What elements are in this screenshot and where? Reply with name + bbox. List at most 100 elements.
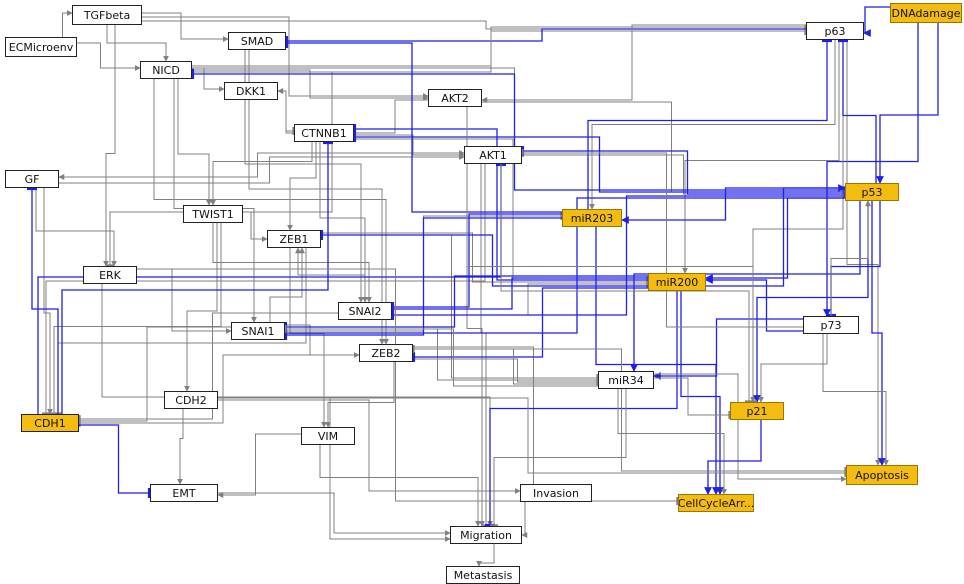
node-mir200[interactable]: miR200 [648,273,706,291]
edge-cdh2-to-apoptosis [218,397,846,477]
edge-twist1-to-zeb1 [243,211,268,242]
node-snai1[interactable]: SNAI1 [231,322,285,340]
edge-zeb2-to-mir34 [413,358,598,386]
node-metastasis[interactable]: Metastasis [446,566,520,584]
edge-mir34-to-apoptosis [654,373,847,482]
edge-mir200-to-zeb2 [413,287,648,363]
edge-akt1-to-cdh1 [42,164,486,414]
edge-ctnnb1-to-dkk1 [277,88,294,134]
edge-cdh1-to-emt [79,424,151,499]
edge-mir200-to-cellcyclearrest [680,291,724,495]
edge-p73-to-p21 [758,334,828,403]
edge-tgfbeta-to-erk [103,25,116,267]
node-twist1[interactable]: TWIST1 [183,205,243,223]
edge-akt1-to-gf [58,152,464,180]
node-ctnnb1[interactable]: CTNNB1 [294,124,354,142]
node-mir203[interactable]: miR203 [562,209,622,227]
edge-p53-to-snai2 [392,195,845,321]
edge-akt2-to-p53 [482,101,845,196]
edge-mir34-to-migration [490,389,627,526]
edge-zeb1-to-mir200 [321,232,648,286]
node-invasion[interactable]: Invasion [520,484,592,502]
node-p63[interactable]: p63 [806,22,864,40]
edge-snai2-to-cdh1 [79,312,338,423]
node-snai2[interactable]: SNAI2 [338,302,392,320]
node-p73[interactable]: p73 [803,316,859,334]
edge-p63-to-nicd [192,26,806,76]
node-emt[interactable]: EMT [150,484,218,502]
edge-dnadamage-to-p63 [863,6,890,37]
edge-gf-to-akt1 [59,154,465,184]
edge-p73-to-mir200 [705,276,803,332]
edge-p63-to-akt2 [481,24,806,103]
edge-mir200-to-ctnnb1 [354,123,648,281]
edge-erk-to-cellcyclearrest [137,268,678,505]
node-p21[interactable]: p21 [730,402,784,420]
edge-zeb2-to-cdh1 [79,354,359,427]
node-tgfbeta[interactable]: TGFbeta [72,5,142,25]
edge-mir200-to-snai2 [392,277,648,315]
edge-mir203-to-smad [286,37,562,213]
edge-mir34-to-p21 [654,377,730,419]
edge-twist1-to-cdh1 [50,223,222,414]
edge-nicd-to-dkk1 [192,67,225,92]
edge-ctnnb1-to-twist1 [210,142,313,206]
node-mir34[interactable]: miR34 [598,371,654,389]
edge-p53-to-akt1 [522,145,845,195]
edge-gf-to-erk [35,188,117,267]
edge-mir200-to-migration [484,291,678,526]
node-apoptosis[interactable]: Apoptosis [846,465,918,485]
node-ecmicroenv[interactable]: ECMicroenv [5,37,77,57]
edge-mir203-to-cellcyclearrest [595,227,720,495]
edge-nicd-to-twist1 [177,79,212,206]
edge-cdh2-to-invasion [218,399,521,494]
edge-akt1-to-p21 [500,164,753,402]
edge-ctnnb1-to-akt1 [354,134,465,158]
edge-ecmicroenv-to-nicd [77,42,141,71]
edge-cdh2-to-emt [177,409,184,485]
edge-p73-to-akt1 [522,149,803,328]
node-nicd[interactable]: NICD [140,61,192,79]
node-smad[interactable]: SMAD [228,32,286,50]
edge-p53-to-ctnnb1 [354,131,845,193]
edge-p53-to-snai1 [285,197,845,339]
node-zeb2[interactable]: ZEB2 [359,344,413,362]
edge-tgfbeta-to-nicd [106,25,169,62]
edge-p73-to-apoptosis [822,334,889,466]
node-dkk1[interactable]: DKK1 [224,82,278,100]
edge-twist1-to-cdh2 [184,223,218,392]
node-akt1[interactable]: AKT1 [464,146,522,164]
node-cellcyclearrest[interactable]: CellCycleArr... [678,494,754,512]
node-cdh2[interactable]: CDH2 [164,391,218,409]
edge-migration-to-metastasis [476,544,495,567]
node-zeb1[interactable]: ZEB1 [267,230,321,248]
node-erk[interactable]: ERK [83,266,137,284]
edge-ctnnb1-to-snai2 [319,142,368,303]
edge-cdh1-to-akt1 [37,163,507,414]
node-vim[interactable]: VIM [301,427,355,445]
edge-mir200-to-snai1 [285,275,648,333]
edge-zeb2-to-apoptosis [413,348,846,475]
edge-p63-to-mir200 [682,40,840,274]
edge-dnadamage-to-p53 [876,23,939,184]
node-gf[interactable]: GF [5,170,59,188]
edge-mir203-to-p63 [587,40,833,209]
edge-nicd-to-snai1 [173,79,257,323]
edge-smad-to-zeb2 [248,50,385,345]
edge-cdh1-to-gf [26,187,59,414]
node-dnadamage[interactable]: DNAdamage [890,3,962,23]
edge-nicd-to-p53 [192,67,845,194]
edge-mir203-to-snai1 [285,217,562,341]
edge-nicd-to-zeb2 [153,79,389,345]
edge-mir203-to-snai2 [392,213,562,313]
edge-snai2-to-zeb1 [295,247,366,302]
edge-mir200-to-zeb1 [321,229,648,287]
edge-cdh1-to-ctnnb1 [61,141,334,414]
node-akt2[interactable]: AKT2 [428,89,482,107]
node-migration[interactable]: Migration [450,526,522,544]
edge-akt2-to-migration [466,107,485,527]
edge-tgfbeta-to-smad [142,12,229,42]
node-cdh1[interactable]: CDH1 [21,414,79,432]
node-p53[interactable]: p53 [845,183,899,201]
edge-akt2-to-ctnnb1 [354,99,428,137]
